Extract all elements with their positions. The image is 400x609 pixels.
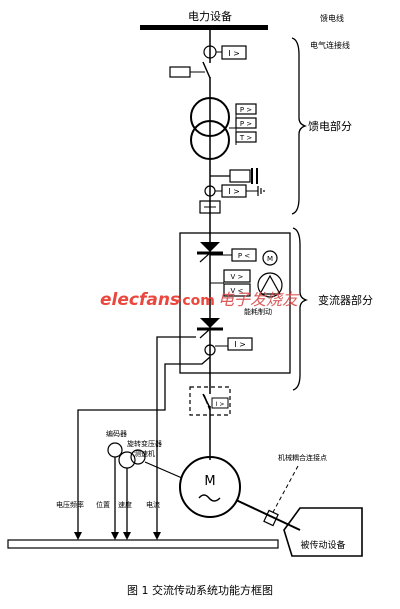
position-arrow [111,532,119,540]
relay-overcurrent-2-label: I > [228,187,240,196]
relay-voltage-high-label: V > [231,273,244,281]
motor-relay-symbol [262,250,278,266]
relay-overcurrent-1 [221,45,247,60]
converter-box [179,232,291,374]
inverter-gate [199,328,211,339]
resolver-label: 旋转变压器 测速机 [127,439,164,458]
power-busbar [140,25,268,30]
transformer-secondary-winding [190,120,230,160]
switch-operator [169,66,191,78]
relay-overcurrent-3-label: I > [234,340,246,349]
coupling-dashed-line [271,465,299,515]
current-arrow [153,532,161,540]
relay-overcurrent-1-label: I > [228,49,240,58]
converter-signal-line [156,336,196,500]
braking-circle [257,272,283,298]
relay-power-2-label: P > [240,120,252,128]
coupling-flange [263,509,279,527]
speed-label: 速度 [118,500,132,509]
converter-section-label: 变流器部分 [318,293,373,307]
rectifier-thyristor [200,242,220,252]
svg-text:·com: ·com [177,293,215,309]
tachogenerator-circle [130,449,146,465]
svg-text:电子发烧友: 电子发烧友 [218,290,300,309]
voltage-frequency-label: 电压频率 [56,500,84,509]
voltage-frequency-line [77,409,115,538]
current-label: 电流 [146,500,160,509]
white-gap-switch [206,63,214,77]
relay-power-1 [235,103,257,115]
white-gap-out [207,394,213,406]
watermark-logo: elecfans ·com 电子发烧友 [100,290,300,310]
encoder-circle [107,442,123,458]
relay-temperature [235,131,257,143]
speed-arrow [123,532,131,540]
driven-equipment-box [283,507,363,557]
voltage-frequency-arrow [74,532,82,540]
power-equipment-label: 电力设备 [188,9,232,23]
relay-power-2 [235,117,257,129]
position-label: 位置 [96,500,110,509]
disconnect-switch-blade [202,61,211,79]
relay-overcurrent-4 [211,397,229,409]
relay-power-1-label: P > [240,106,252,114]
rectifier-gate [199,252,211,263]
current-transformer-3 [204,344,216,356]
output-switch-box [189,386,231,416]
relay-voltage-low [223,283,251,297]
resolver-line-1: 旋转变压器 [127,439,162,448]
motor-label: M [204,474,215,489]
relay-voltage-low-label: V < [231,287,244,295]
relay-power-low-label: P < [238,252,250,260]
braking-resistor-symbol [258,274,282,295]
feeder-section-label: 馈电部分 [308,119,352,133]
feeder-line-label: 馈电线 [320,13,344,23]
energy-consumption-braking-label: 能耗制动 [244,307,272,316]
current-feedback-line [115,356,211,411]
motor-relay-symbol-label: M [267,255,273,263]
relay-power-low [231,248,257,262]
driven-equipment-label: 被传动设备 [300,539,345,551]
converter-section-brace [292,227,309,391]
relay-overcurrent-4-label: I > [216,401,225,408]
control-bus [7,539,279,549]
relay-voltage-high [223,269,251,283]
encoder-shaft [144,461,183,479]
output-switch-blade-2 [202,393,211,409]
encoder-label: 编码器 [106,429,127,438]
inverter-thyristor [200,318,220,328]
electrical-connection-line-label: 电气连接线 [310,40,350,50]
motor [179,456,241,518]
mechanical-coupling-label: 机械耦合连接点 [278,453,327,462]
motor-shaft [235,499,301,531]
motor-ac-symbol [198,494,221,502]
capacitor-body [229,169,251,183]
feeder-section-brace [291,37,308,215]
relay-overcurrent-3 [227,337,253,351]
figure-caption: 图 1 交流传动系统功能方框图 [127,583,273,597]
fuse-device [199,200,221,214]
transformer-primary-winding [190,97,230,137]
resolver-circle [118,451,136,469]
svg-text:elecfans: elecfans [100,290,180,310]
relay-temperature-label: T > [239,134,253,142]
